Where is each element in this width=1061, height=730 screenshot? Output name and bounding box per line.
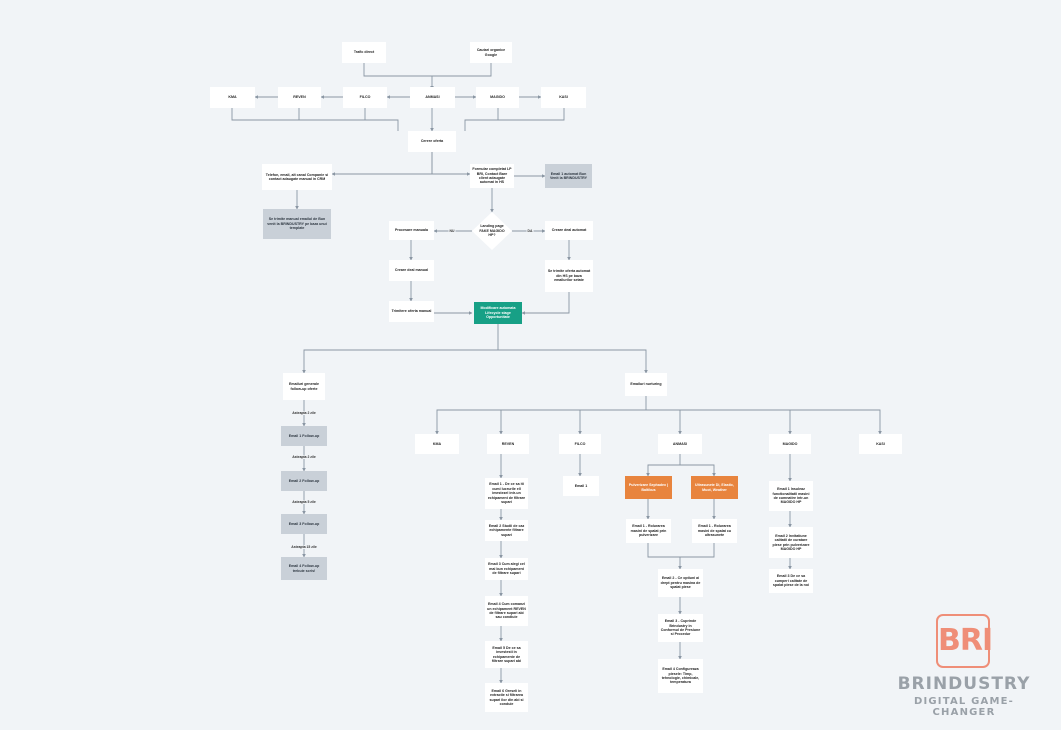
edge-trimitereauto-modificare [521,292,570,315]
logo-tagline: DIGITAL GAME-CHANGER [913,696,1015,718]
landing-label: Landing page FAKE MAGIDO HP? [479,224,505,238]
node-cautari-organice: Cautari organice Google [470,42,512,63]
brindustry-logo: BRI BRINDUSTRY DIGITAL GAME-CHANGER [886,610,1042,718]
edge-anmasi-split [646,454,681,477]
bri-logo-icon: BRI [936,614,993,668]
node-anmasi-email-1b: Email 1 - Rolurarea masini de spalat cu … [692,519,737,543]
node-email-automat-bun-venit: Email 1 automat Bun Venit la BRINDUSTRY [545,164,592,188]
node-anmasi-email-3: Email 3 - Cuprinde Brindustry in Conform… [658,614,703,642]
logo-brand-name: BRINDUSTRY [897,674,1031,694]
edge-label-da: DA [526,229,534,233]
edge-bus-kasi [646,409,882,435]
node-email-followup-4: Email 4 Follow-up trebuie scris! [281,557,327,580]
node-cerere-oferta: Cerere oferta [408,131,456,152]
edge-cerere-formular [431,152,471,176]
node-emailuri-generale: Emailuri generale follow-up oferte [283,373,325,400]
decision-diamond [472,212,512,250]
node-kma-nurturing: KMA [415,434,459,454]
edge-cerere-telefon [331,152,433,176]
node-anmasi-top: ANMASI [410,87,455,108]
node-reven-email-5: Email 5 De ce sa investesti in echipamen… [485,641,528,668]
edge-split-generale [302,349,498,374]
edge-anmasi-split2 [680,464,716,477]
wait-label-2-zile-b: Asteapta 2 zile [291,455,317,459]
node-anmasi-ultrasunete: Ultrasunete Di, Elastic, Muot, Weather [691,476,738,499]
node-se-trimite-manual: Se trimite manual emailul de Bun venit l… [263,209,331,239]
edge-nurturing-bus [435,396,647,435]
node-formular-completat: Formular completat LP BRI, Contact Bare … [470,164,514,188]
node-reven-email-6: Email 6 Greseli in extractie si filtrare… [485,683,528,712]
edge-kasi-cerere [464,108,565,131]
node-anmasi-email-1a: Email 1 - Rolurarea masini de spalat pri… [626,519,671,543]
node-reven-email-3: Email 3 Cum alegi cel mai bun echipament… [485,558,528,580]
wait-label-5-zile: Asteapta 5 zile [291,500,317,504]
node-email-followup-3: Email 3 Follow-up [281,514,327,534]
node-emailuri-nurturing: Emailuri nurturing [625,373,667,396]
node-trimitere-oferta-manual: Trimitere oferta manual [389,301,434,322]
node-magido-email-1: Email 1 Insuleaz functionalitatii masini… [769,481,813,511]
node-creare-deal-automat: Creare deal automat [545,221,593,240]
wait-label-2-zile-a: Asteapta 2 zile [291,411,317,415]
node-reven-email-4: Email 4 Cum comanzi un echipament REVEN … [485,596,528,626]
node-kasi-top: KASI [541,87,586,108]
node-anmasi-email-2: Email 2 - Ce optiuni ai drept pentru mas… [658,569,703,597]
wait-label-15-zile: Asteapta 15 zile [290,545,318,549]
edge-e1b-e2 [680,543,715,558]
node-reven-nurturing: REVEN [487,434,529,454]
edge-label-nu: NU [448,229,456,233]
edge-kma-cerere [231,108,399,131]
node-magido-nurturing: MAGIDO [769,434,811,454]
node-magido-email-3: Email 3 De ce sa cumperi calitate de spa… [769,569,813,593]
node-kma-top: KMA [210,87,255,108]
node-modificare-lifecycle: Modificare automata Lifecycle stage Oppo… [474,302,522,324]
node-filco-top: FILCO [343,87,387,108]
node-email-followup-1: Email 1 Follow-up [281,426,327,446]
node-creare-deal-manual: Creare deal manual [389,260,434,281]
node-telefon-email: Telefon, email, alt canal Companie si co… [262,164,332,190]
node-kasi-nurturing: KASI [859,434,902,454]
node-reven-email-1: Email 1 - De ce sa iti cumi lucrurile el… [485,478,528,509]
node-anmasi-pulverizare: Pulverizare Sephadex | Baltibus [625,476,672,499]
node-reven-top: REVEN [278,87,321,108]
node-trafic-direct: Trafic direct [342,42,386,63]
node-anmasi-email-4: Email 4 Configureaza piesele: Timp, tehn… [658,659,703,693]
edge-split-nurturing [498,349,648,374]
node-landing-decision: Landing page FAKE MAGIDO HP? [472,212,512,250]
node-reven-email-2: Email 2 Studii de caz echipamente filtra… [485,520,528,541]
node-anmasi-nurturing: ANMASI [658,434,702,454]
node-magido-email-2: Email 2 Invitatiune calitatii de curatar… [769,527,813,558]
node-trimitere-oferta-automat: Se trimite oferta automat din HS pe baza… [545,260,593,292]
node-email-followup-2: Email 2 Follow-up [281,471,327,491]
edge-cautari-anmasi [432,63,492,77]
node-filco-nurturing: FILCO [559,434,601,454]
edge-e1a-e2 [647,543,682,570]
logo-mark-text: BRI [938,623,993,658]
edge-trafic-anmasi [363,63,434,90]
node-magido-top: MAGIDO [476,87,519,108]
node-filco-email-1: Email 1 [563,476,599,496]
node-procesare-manuala: Procesare manuala [389,221,434,240]
